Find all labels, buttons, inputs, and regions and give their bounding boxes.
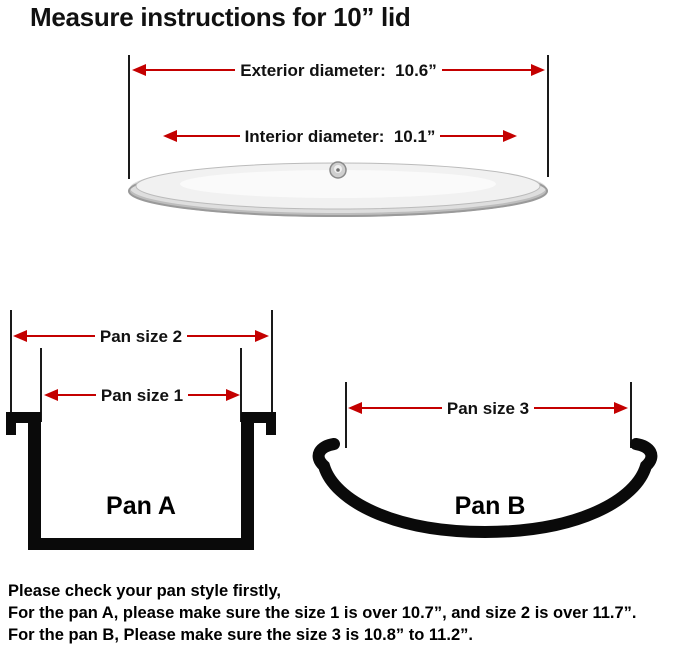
interior-diameter-label: Interior diameter: 10.1” <box>244 126 436 146</box>
pan-size-2-measure: Pan size 2 <box>13 326 269 346</box>
arrow-right-icon <box>614 402 628 414</box>
pan-a-inner-left-line <box>40 348 42 422</box>
measure-line <box>177 135 240 137</box>
arrow-left-icon <box>44 389 58 401</box>
pan-a-outer-left-line <box>10 310 12 422</box>
pan-b-label: Pan B <box>454 492 526 520</box>
pan-b-right-line <box>630 382 632 448</box>
measure-line <box>362 407 442 409</box>
measure-line <box>441 69 531 71</box>
pan-a-left-lip <box>6 412 16 435</box>
pan-a-right-lip <box>266 412 276 435</box>
arrow-left-icon <box>348 402 362 414</box>
measure-line <box>58 394 96 396</box>
page-title: Measure instructions for 10” lid <box>30 2 411 32</box>
pan-a-right-flange <box>241 412 276 423</box>
pan-b-left-line <box>345 382 347 448</box>
pan-b-illustration <box>312 438 658 539</box>
lid-left-extent-line <box>128 55 130 179</box>
arrow-right-icon <box>255 330 269 342</box>
measure-line <box>534 407 614 409</box>
lid-illustration <box>128 161 548 217</box>
exterior-diameter-label: Exterior diameter: 10.6” <box>240 60 437 80</box>
measure-line <box>187 335 255 337</box>
footer-line-1: Please check your pan style firstly, <box>8 582 281 600</box>
pan-a-left-flange <box>6 412 41 423</box>
footer-line-3: For the pan B, Please make sure the size… <box>8 626 473 644</box>
pan-b-bowl-outline <box>312 438 658 539</box>
pan-size-2-label: Pan size 2 <box>99 326 183 346</box>
interior-diameter-measure: Interior diameter: 10.1” <box>163 126 517 146</box>
pan-a-inner-right-line <box>240 348 242 422</box>
lid-glass-highlight <box>180 170 496 198</box>
arrow-left-icon <box>13 330 27 342</box>
pan-a-left-wall <box>28 412 41 550</box>
measure-line <box>188 394 226 396</box>
pan-a-bottom <box>28 538 254 550</box>
lid-knob-screw <box>336 168 340 172</box>
pan-size-1-label: Pan size 1 <box>100 385 184 405</box>
pan-size-3-measure: Pan size 3 <box>348 398 628 418</box>
footer-instructions: Please check your pan style firstly, For… <box>8 580 637 646</box>
pan-a-label: Pan A <box>106 492 176 520</box>
arrow-right-icon <box>531 64 545 76</box>
arrow-left-icon <box>163 130 177 142</box>
exterior-diameter-measure: Exterior diameter: 10.6” <box>132 60 545 80</box>
measure-line <box>146 69 236 71</box>
lid-right-extent-line <box>547 55 549 177</box>
measure-line <box>27 335 95 337</box>
arrow-right-icon <box>503 130 517 142</box>
footer-line-2: For the pan A, please make sure the size… <box>8 604 637 622</box>
pan-size-1-measure: Pan size 1 <box>44 385 240 405</box>
pan-a-right-wall <box>241 412 254 550</box>
arrow-left-icon <box>132 64 146 76</box>
arrow-right-icon <box>226 389 240 401</box>
pan-size-3-label: Pan size 3 <box>446 398 530 418</box>
pan-a-outer-right-line <box>271 310 273 422</box>
measure-line <box>440 135 503 137</box>
